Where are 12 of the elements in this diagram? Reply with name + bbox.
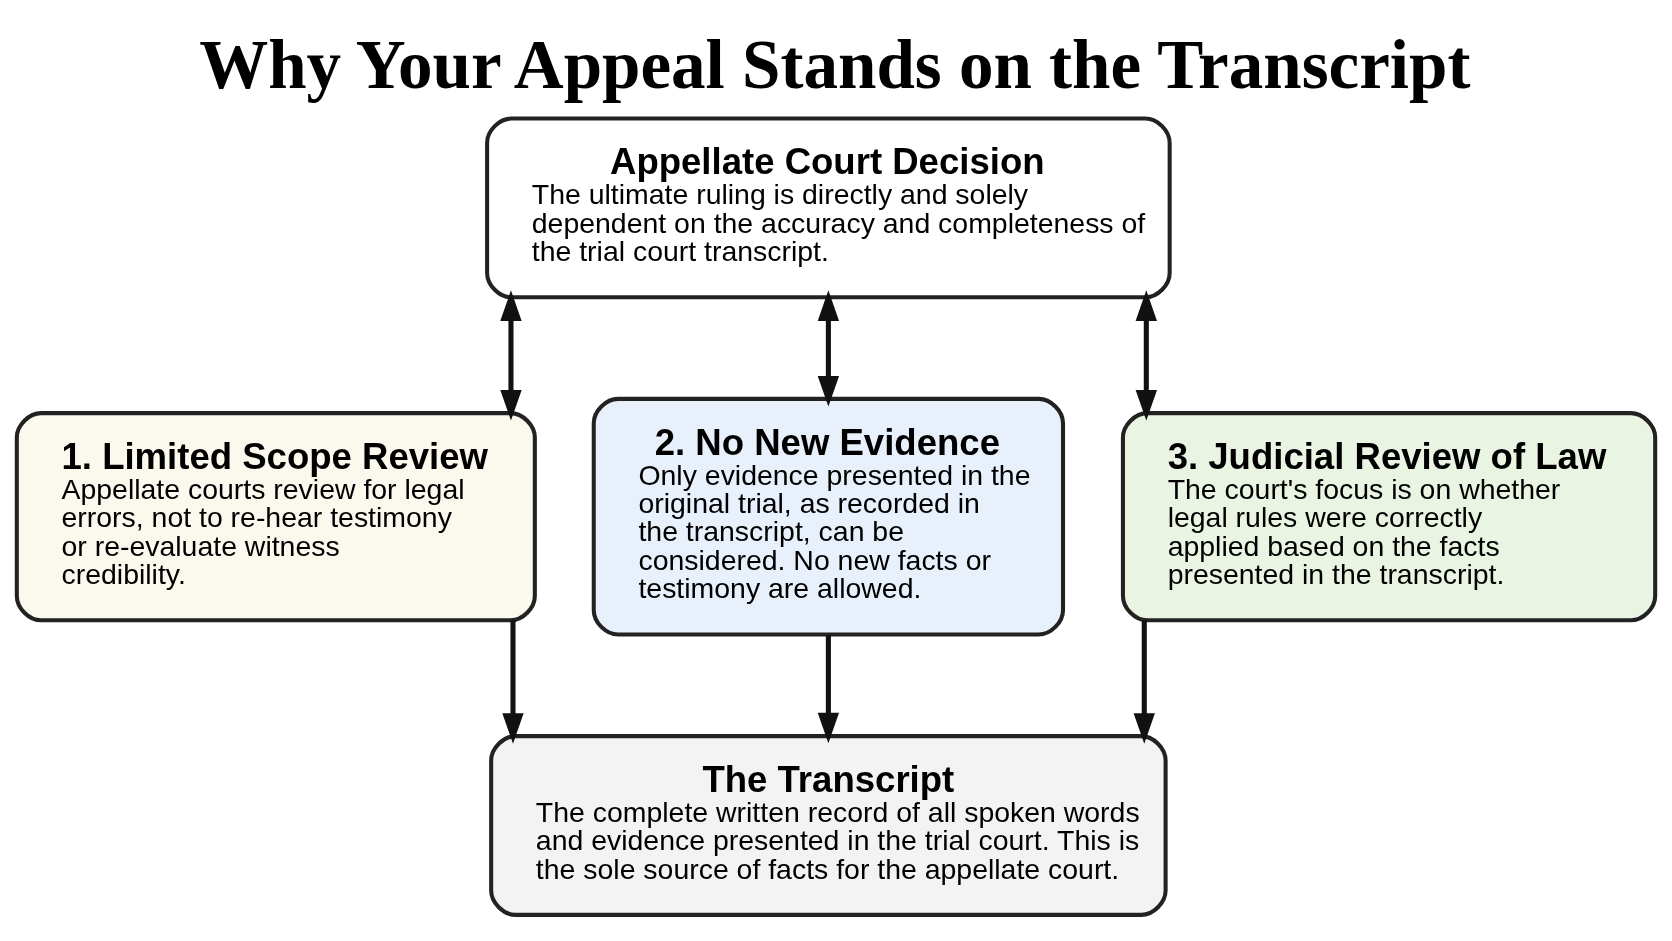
node-box: 3. Judicial Review of Law The court's focus is on whether legal rules were correctly applied based on the facts presented in the transcript. bbox=[1120, 410, 1658, 622]
arrow bbox=[1135, 289, 1157, 421]
arrow bbox=[500, 289, 522, 421]
arrow bbox=[1133, 619, 1155, 744]
node-box: 2. No New Evidence Only evidence presented in the original trial, as recorded in the transcript, can be considered. No new facts or testimony are allowed. bbox=[591, 396, 1066, 637]
arrow bbox=[502, 619, 524, 744]
node-box: 1. Limited Scope Review Appellate courts review for legal errors, not to re-hear testimony or re-evaluate witness credibility. bbox=[14, 410, 537, 622]
node-box: The Transcript The complete written record of all spoken words and evidence presented in the trial court. This is the sole source of facts for the appellate court. bbox=[489, 733, 1168, 917]
node-box: Appellate Court Decision The ultimate ruling is directly and solely dependent on the accuracy and completeness of the trial court transcript. bbox=[485, 116, 1172, 299]
arrow bbox=[817, 634, 840, 743]
arrow bbox=[817, 289, 840, 407]
diagram-title: Why Your Appeal Stands on the Transcript bbox=[199, 25, 1471, 103]
